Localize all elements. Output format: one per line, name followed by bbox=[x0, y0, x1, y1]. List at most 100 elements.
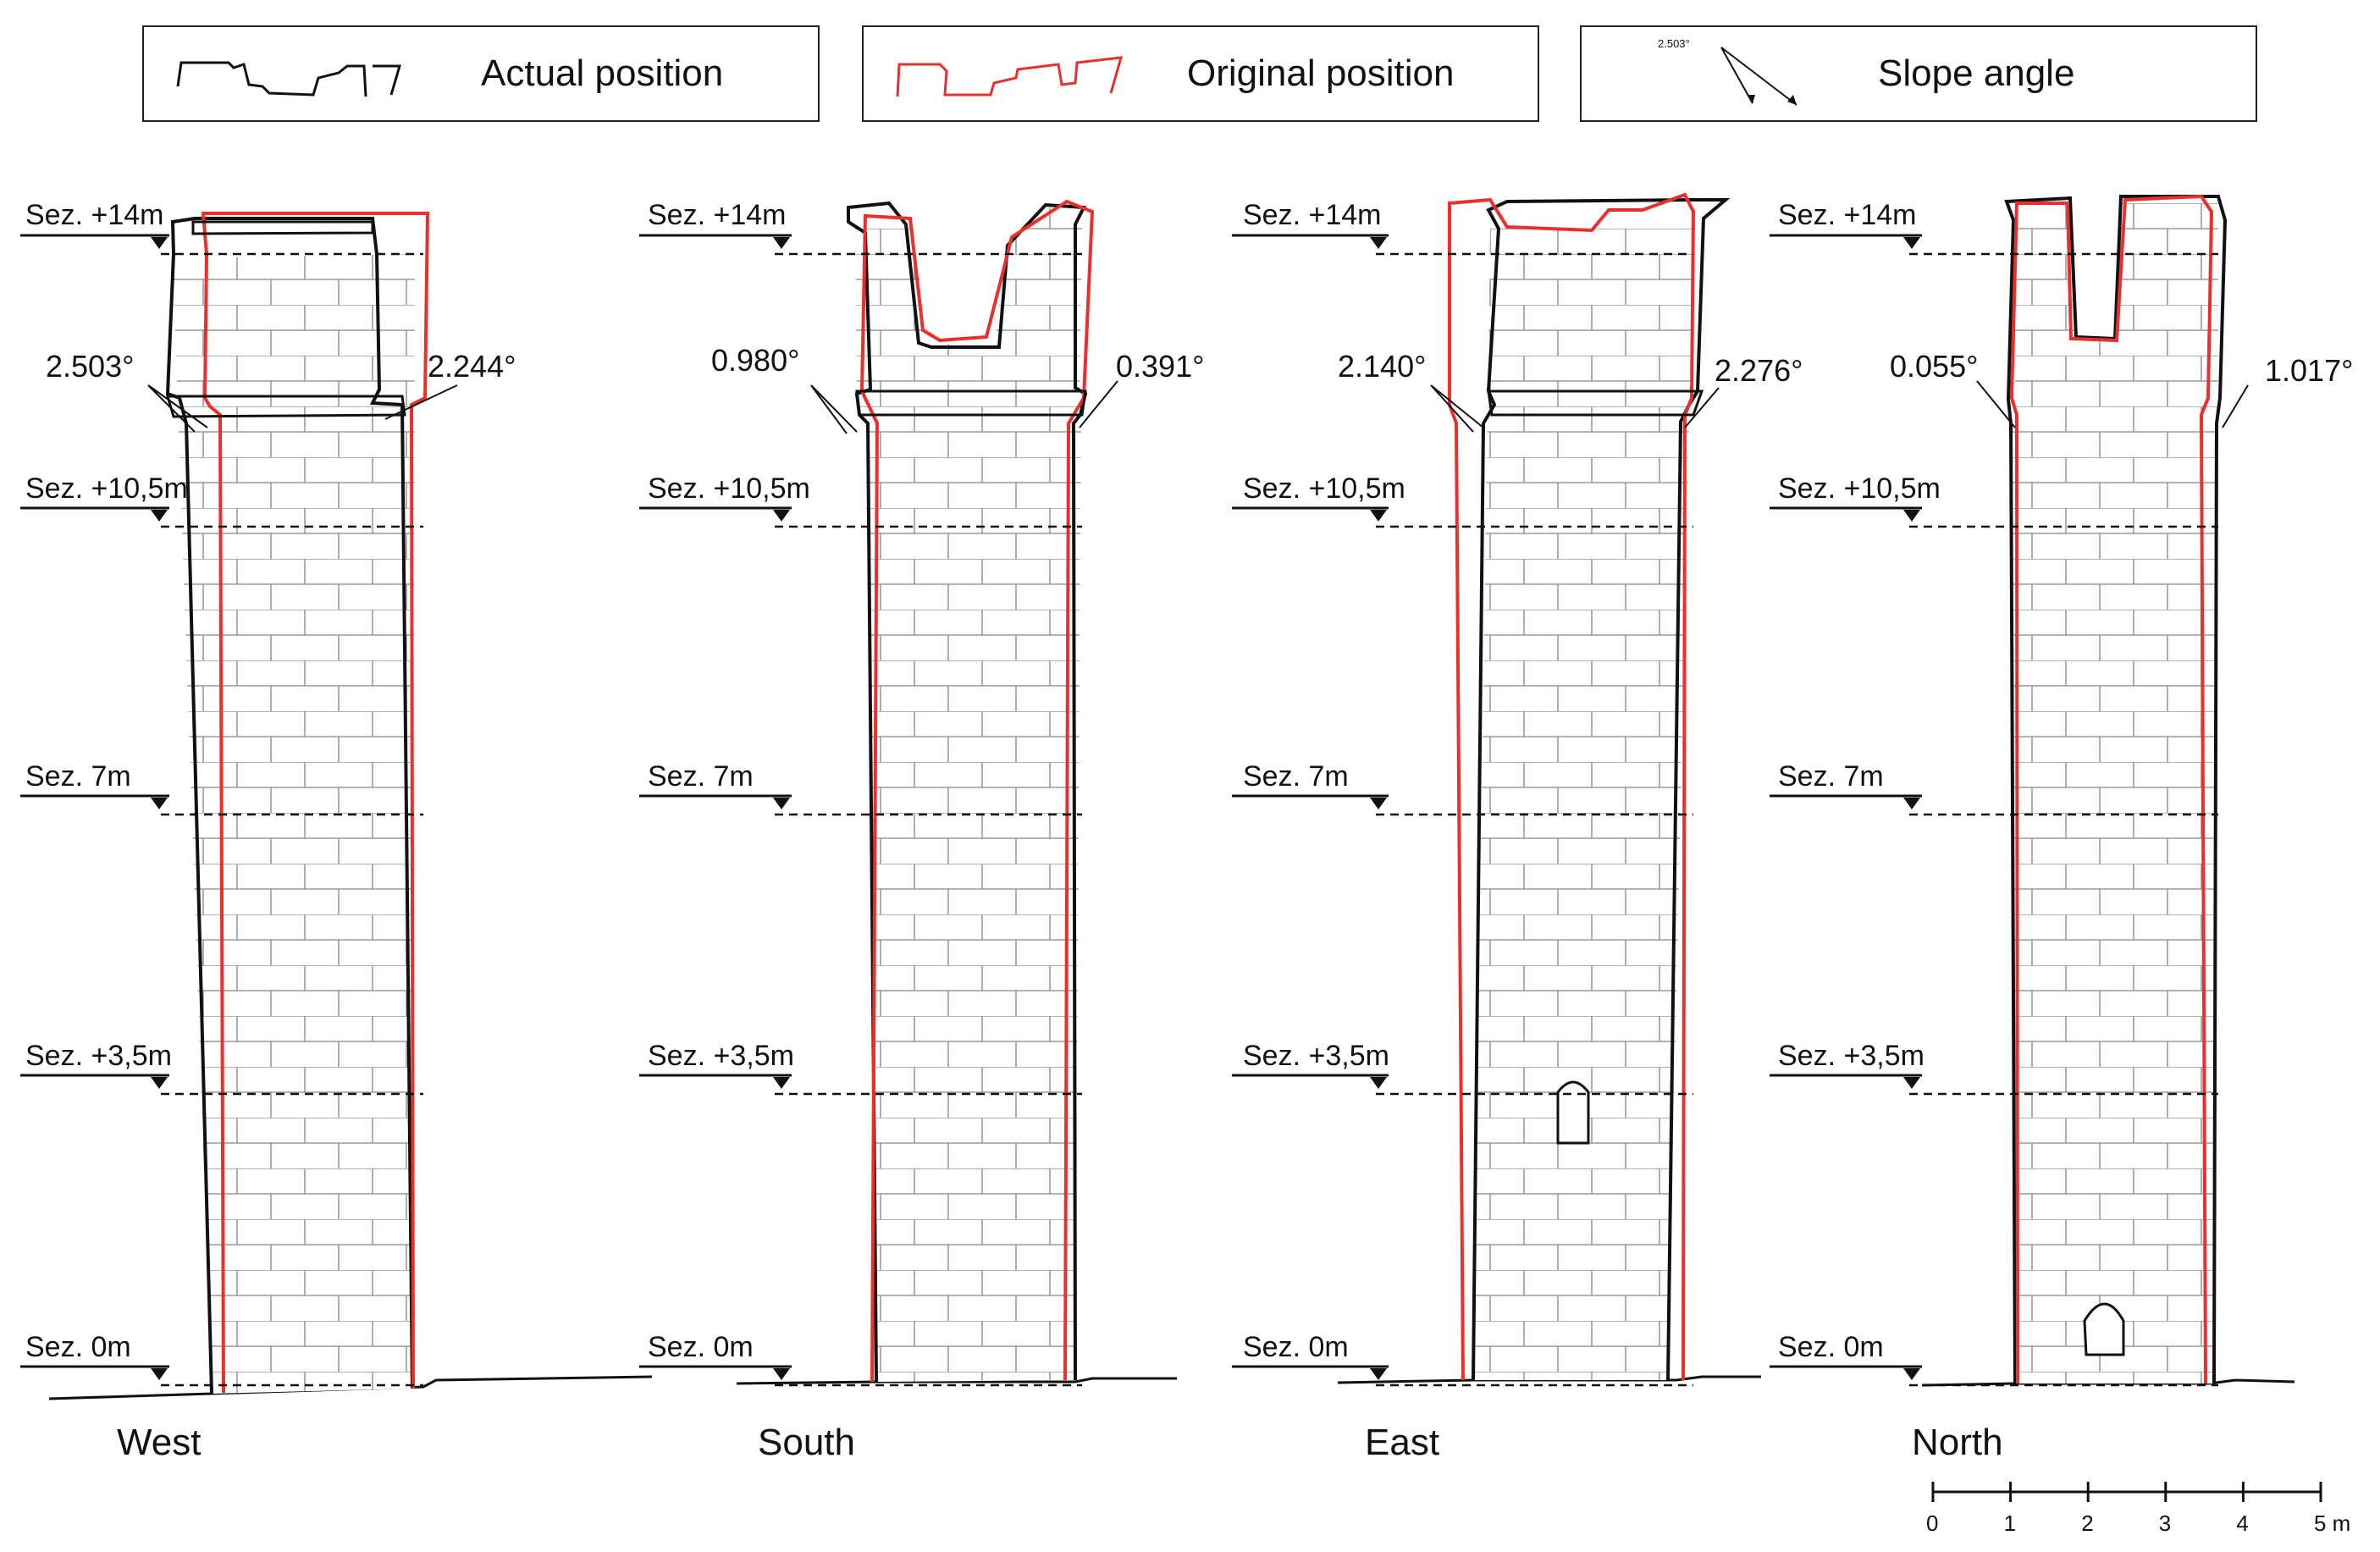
west-section-marker: Sez. +3,5m bbox=[20, 1040, 423, 1096]
west-section-marker: Sez. 7m bbox=[20, 760, 423, 816]
level-marker-icon bbox=[773, 1077, 790, 1089]
north-section-label: Sez. +3,5m bbox=[1778, 1040, 1924, 1072]
slope-arrows bbox=[147, 380, 2249, 434]
north-masonry bbox=[2011, 415, 2218, 1384]
east-cornice bbox=[1487, 389, 1704, 417]
level-marker-icon bbox=[1370, 510, 1387, 522]
legend-label-original: Original position bbox=[1187, 52, 1455, 94]
north-doorway bbox=[2083, 1302, 2125, 1356]
north-section-marker: Sez. 7m bbox=[1770, 760, 2218, 816]
west-section-label: Sez. +10,5m bbox=[25, 472, 188, 505]
west-crown bbox=[191, 220, 374, 235]
west-slope-right-label: 2.244° bbox=[428, 349, 516, 384]
legend-label-slope: Slope angle bbox=[1878, 52, 2075, 94]
legend-actual-position: Actual position bbox=[142, 25, 820, 122]
north-actual-outline bbox=[2004, 195, 2228, 1384]
west-section-marker: Sez. 0m bbox=[20, 1331, 423, 1387]
level-marker-icon bbox=[151, 1368, 168, 1380]
legend-label-actual: Actual position bbox=[481, 52, 724, 94]
ground-line-west bbox=[48, 1375, 653, 1400]
ground-line-east bbox=[1337, 1375, 1761, 1384]
level-marker-icon bbox=[773, 510, 790, 522]
east-masonry bbox=[1473, 229, 1693, 1380]
east-section-label: Sez. 7m bbox=[1243, 760, 1349, 793]
south-section-label: Sez. +3,5m bbox=[648, 1040, 794, 1072]
level-marker-icon bbox=[1370, 237, 1387, 249]
north-section-marker: Sez. +10,5m bbox=[1770, 472, 2218, 528]
south-original-outline bbox=[859, 199, 1095, 1383]
south-section-label: Sez. 0m bbox=[648, 1331, 754, 1363]
elevation-south bbox=[847, 199, 1095, 1383]
west-slope-left-label: 2.503° bbox=[46, 349, 134, 384]
slope-angle-swatch-icon: 2.503° bbox=[1658, 37, 1797, 106]
west-section-label: Sez. 7m bbox=[25, 760, 131, 793]
north-section-marker: Sez. 0m bbox=[1770, 1331, 2218, 1387]
elevation-name-east: East bbox=[1365, 1422, 1439, 1463]
north-section-marker: Sez. +3,5m bbox=[1770, 1040, 2218, 1096]
east-slope-left-label: 2.140° bbox=[1338, 349, 1426, 384]
north-section-label: Sez. 0m bbox=[1778, 1331, 1884, 1363]
actual-position-swatch-icon bbox=[176, 61, 402, 97]
level-marker-icon bbox=[1903, 1368, 1920, 1380]
east-section-marker: Sez. 7m bbox=[1232, 760, 1693, 816]
north-section-label: Sez. 7m bbox=[1778, 760, 1884, 793]
north-masonry-top bbox=[2015, 203, 2218, 415]
level-marker-icon bbox=[151, 510, 168, 522]
level-marker-icon bbox=[1370, 1077, 1387, 1089]
west-masonry bbox=[173, 254, 415, 1394]
level-marker-icon bbox=[1903, 1077, 1920, 1089]
elevation-name-north: North bbox=[1912, 1422, 2003, 1463]
east-section-marker: Sez. +14m bbox=[1232, 199, 1693, 256]
level-marker-icon bbox=[151, 1077, 168, 1089]
north-slope-left-label: 0.055° bbox=[1890, 349, 1978, 384]
south-masonry bbox=[865, 419, 1081, 1382]
south-slope-right-label: 0.391° bbox=[1116, 349, 1204, 384]
level-marker-icon bbox=[773, 798, 790, 809]
east-section-label: Sez. 0m bbox=[1243, 1331, 1349, 1363]
north-slope-right-label: 1.017° bbox=[2265, 353, 2353, 388]
south-slope-left-label: 0.980° bbox=[711, 343, 799, 378]
east-section-label: Sez. +10,5m bbox=[1243, 472, 1405, 505]
level-marker-icon bbox=[1370, 1368, 1387, 1380]
north-original-outline bbox=[2009, 194, 2214, 1384]
level-marker-icon bbox=[1903, 510, 1920, 522]
south-section-label: Sez. 7m bbox=[648, 760, 754, 793]
level-marker-icon bbox=[773, 1368, 790, 1380]
level-marker-icon bbox=[773, 237, 790, 249]
south-masonry-top bbox=[855, 207, 1082, 419]
east-section-label: Sez. +3,5m bbox=[1243, 1040, 1389, 1072]
west-section-marker: Sez. +14m bbox=[20, 199, 423, 256]
north-section-label: Sez. +10,5m bbox=[1778, 472, 1941, 505]
south-cornice bbox=[855, 389, 1087, 417]
legend-slope-angle: 2.503° Slope angle bbox=[1580, 25, 2257, 122]
north-section-label: Sez. +14m bbox=[1778, 199, 1916, 231]
scale-tick-label: 2 bbox=[2081, 1511, 2093, 1536]
south-section-label: Sez. +10,5m bbox=[648, 472, 810, 505]
east-section-marker: Sez. 0m bbox=[1232, 1331, 1693, 1387]
south-section-marker: Sez. +10,5m bbox=[639, 472, 1082, 528]
east-doorway bbox=[1556, 1080, 1590, 1145]
east-section-marker: Sez. +10,5m bbox=[1232, 472, 1693, 528]
elevation-west bbox=[165, 212, 430, 1395]
legend-slope-sample-value: 2.503° bbox=[1658, 37, 1690, 50]
west-section-label: Sez. +14m bbox=[25, 199, 163, 231]
west-actual-outline bbox=[165, 217, 414, 1395]
east-section-label: Sez. +14m bbox=[1243, 199, 1381, 231]
east-section-marker: Sez. +3,5m bbox=[1232, 1040, 1693, 1096]
south-section-label: Sez. +14m bbox=[648, 199, 786, 231]
south-section-marker: Sez. +3,5m bbox=[639, 1040, 1082, 1096]
scale-tick-label: 0 bbox=[1926, 1511, 1938, 1536]
level-marker-icon bbox=[1370, 798, 1387, 809]
elevation-name-south: South bbox=[758, 1422, 855, 1463]
south-section-marker: Sez. +14m bbox=[639, 199, 1082, 256]
west-section-label: Sez. 0m bbox=[25, 1331, 131, 1363]
west-section-marker: Sez. +10,5m bbox=[20, 472, 423, 528]
scale-tick-label: 1 bbox=[2004, 1511, 2016, 1536]
level-marker-icon bbox=[1903, 798, 1920, 809]
level-marker-icon bbox=[151, 798, 168, 809]
scale-tick-label: 3 bbox=[2159, 1511, 2171, 1536]
